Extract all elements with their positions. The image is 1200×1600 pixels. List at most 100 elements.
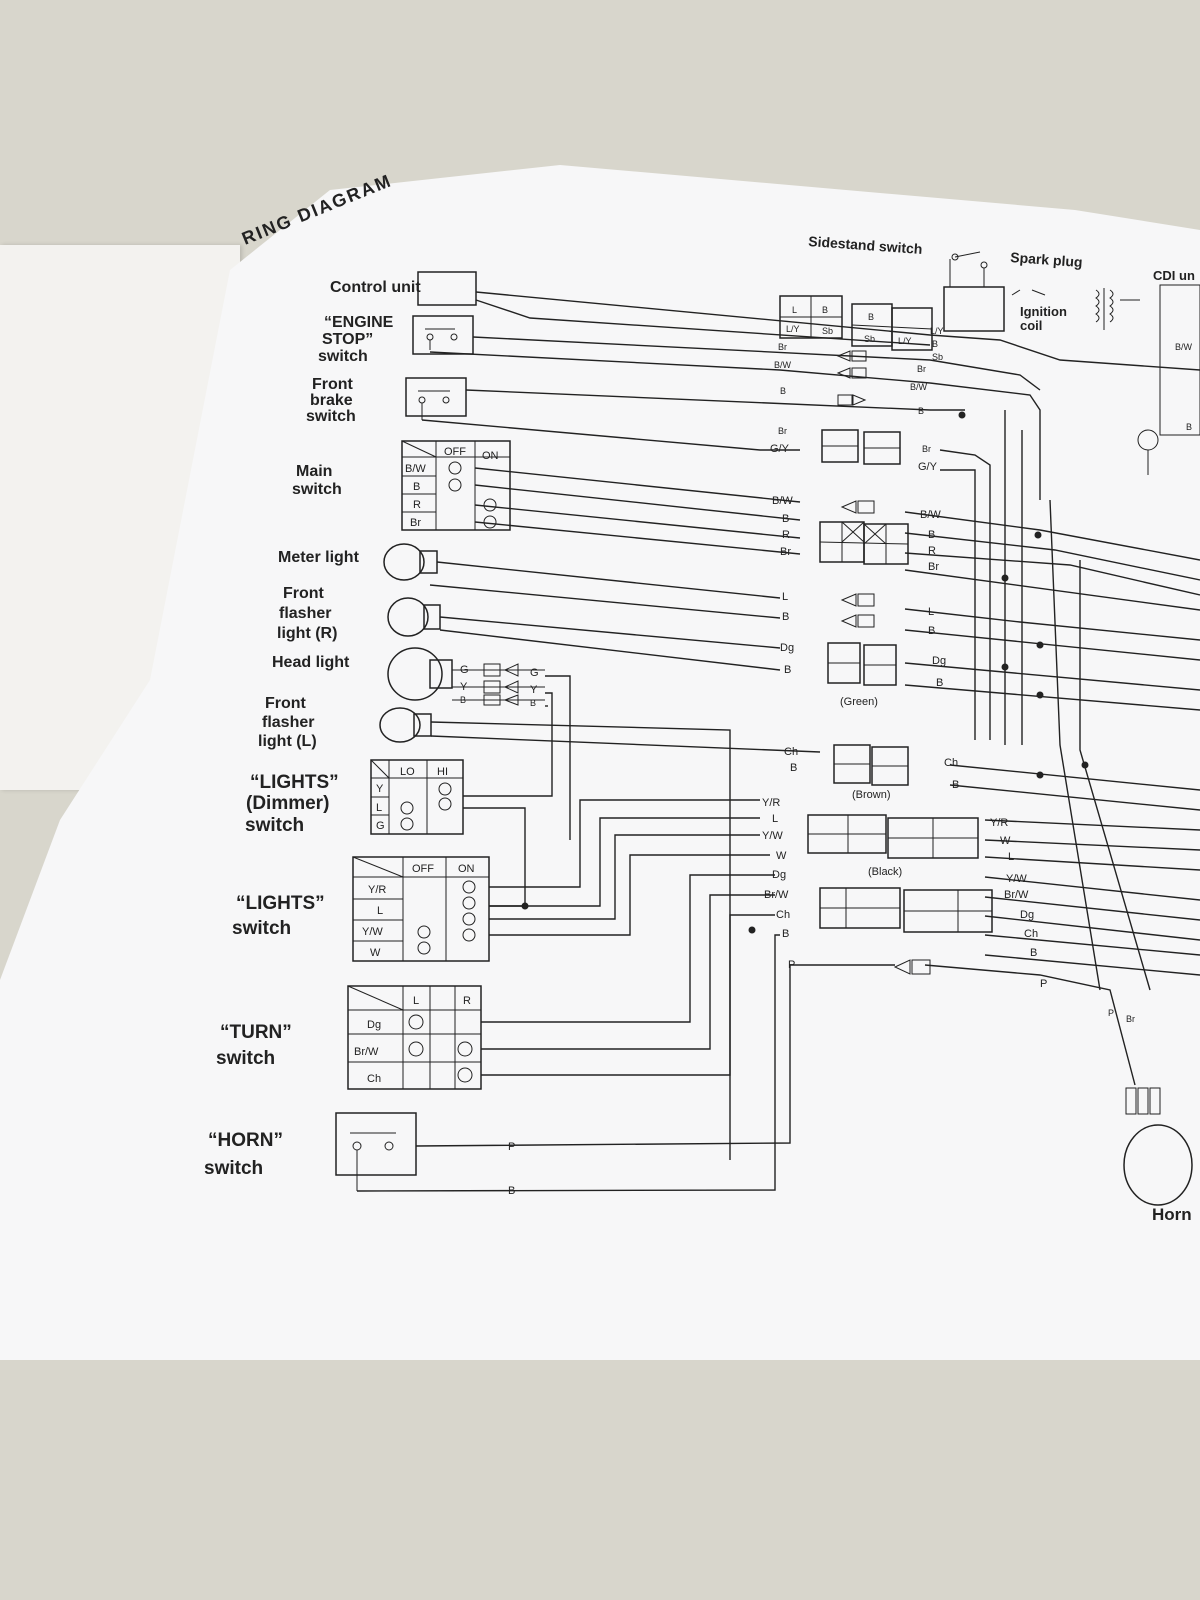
svg-text:B: B	[782, 611, 789, 623]
svg-text:P: P	[1108, 1008, 1114, 1018]
svg-text:B: B	[780, 386, 786, 396]
label-main-switch: Main switch	[292, 463, 342, 498]
svg-text:B/W: B/W	[920, 509, 941, 521]
svg-text:Sb: Sb	[822, 326, 833, 336]
sidestand-connector-block: L B L/Y Sb B Sb L/Y	[779, 295, 933, 351]
headlight-connectors: G Y B G Y B	[452, 663, 545, 708]
svg-text:L: L	[1008, 851, 1014, 863]
svg-text:L: L	[772, 813, 778, 825]
svg-text:P: P	[508, 1141, 515, 1153]
bw-b-connector: B/W B	[1137, 284, 1200, 475]
svg-text:brake: brake	[310, 392, 353, 409]
svg-text:Dg: Dg	[780, 642, 794, 654]
svg-text:ON: ON	[482, 450, 499, 462]
svg-text:Ch: Ch	[1024, 928, 1038, 940]
svg-text:Front: Front	[312, 376, 354, 393]
engine-stop-switch-symbol	[412, 315, 474, 355]
svg-text:switch: switch	[306, 408, 356, 425]
svg-text:L/Y: L/Y	[898, 336, 912, 346]
svg-text:HI: HI	[437, 766, 448, 778]
meter-light-bulb	[383, 543, 438, 581]
label-meter-light: Meter light	[278, 549, 360, 566]
svg-text:L: L	[928, 606, 934, 618]
svg-text:OFF: OFF	[444, 446, 466, 458]
svg-text:Dg: Dg	[932, 655, 946, 667]
svg-text:(Green): (Green)	[840, 696, 878, 708]
svg-text:“HORN”: “HORN”	[208, 1130, 283, 1151]
svg-text:flasher: flasher	[262, 714, 314, 731]
svg-text:flasher: flasher	[279, 605, 331, 622]
svg-text:B: B	[918, 406, 924, 416]
right-wires	[904, 334, 1200, 991]
label-cdi-unit: CDI un	[1153, 268, 1195, 283]
svg-text:B: B	[1186, 422, 1192, 432]
label-engine-stop: “ENGINE STOP” switch	[318, 314, 394, 365]
svg-text:Y/W: Y/W	[1006, 873, 1027, 885]
label-head-light: Head light	[272, 654, 350, 671]
svg-text:Br: Br	[778, 426, 787, 436]
page-title: RING DIAGRAM	[239, 170, 395, 248]
svg-text:B/W: B/W	[405, 463, 426, 475]
svg-text:B: B	[952, 779, 959, 791]
svg-text:W: W	[1000, 835, 1011, 847]
wire-bundle	[356, 291, 1136, 1192]
svg-text:W: W	[776, 850, 787, 862]
svg-text:Front: Front	[265, 695, 307, 712]
label-horn-switch: “HORN” switch	[204, 1130, 283, 1179]
svg-text:Y: Y	[530, 684, 538, 696]
connector-b-r-br	[819, 521, 909, 565]
right-wire-labels: L/Y B Sb Br B/W B Br G/Y B/W B R Br L B …	[910, 326, 1047, 990]
connector-brown: (Brown)	[833, 744, 909, 801]
svg-text:B: B	[822, 305, 828, 315]
svg-text:B: B	[936, 677, 943, 689]
label-sidestand-switch: Sidestand switch	[808, 233, 923, 257]
svg-text:Ch: Ch	[784, 746, 798, 758]
svg-text:Dg: Dg	[1020, 909, 1034, 921]
svg-text:P: P	[1040, 978, 1047, 990]
label-front-flasher-l: Front flasher light (L)	[258, 695, 317, 750]
connector-black: (Black)	[807, 814, 979, 878]
svg-text:Y/R: Y/R	[990, 817, 1008, 829]
svg-text:“TURN”: “TURN”	[220, 1022, 292, 1043]
svg-text:Front: Front	[283, 585, 325, 602]
svg-text:B: B	[784, 664, 791, 676]
front-flasher-l-bulb	[379, 707, 432, 743]
svg-text:STOP”: STOP”	[322, 331, 373, 348]
dimmer-switch-table: LO HI Y L G	[370, 759, 464, 835]
svg-text:LO: LO	[400, 766, 415, 778]
svg-text:“LIGHTS”: “LIGHTS”	[236, 893, 325, 914]
svg-text:light (R): light (R)	[277, 625, 337, 642]
svg-text:Br/W: Br/W	[764, 889, 789, 901]
svg-text:P: P	[788, 959, 795, 971]
svg-text:(Black): (Black)	[868, 866, 902, 878]
svg-text:Y/W: Y/W	[362, 926, 383, 938]
svg-text:“LIGHTS”: “LIGHTS”	[250, 772, 339, 793]
inline-connectors	[836, 350, 931, 975]
svg-text:Dg: Dg	[772, 869, 786, 881]
label-turn-switch: “TURN” switch	[216, 1022, 292, 1069]
svg-text:“ENGINE: “ENGINE	[324, 314, 394, 331]
svg-text:Y: Y	[460, 681, 468, 693]
turn-switch-table: L R Dg Br/W Ch	[347, 985, 482, 1090]
svg-text:Y: Y	[376, 783, 384, 795]
ignition-coil-symbol	[1011, 288, 1140, 330]
horn-symbol: P Br	[1108, 1008, 1193, 1206]
svg-text:coil: coil	[1020, 318, 1042, 333]
svg-text:switch: switch	[318, 348, 368, 365]
svg-text:ON: ON	[458, 863, 475, 875]
svg-text:switch: switch	[232, 918, 291, 939]
svg-text:R: R	[413, 499, 421, 511]
label-lights-switch: “LIGHTS” switch	[232, 893, 325, 939]
svg-text:(Dimmer): (Dimmer)	[246, 793, 329, 814]
sidestand-switch-symbol	[943, 251, 1005, 332]
svg-text:B: B	[782, 513, 789, 525]
svg-text:L: L	[413, 995, 419, 1007]
label-ignition-coil: Ignition coil	[1020, 304, 1067, 333]
svg-text:Br/W: Br/W	[354, 1046, 379, 1058]
svg-text:Ignition: Ignition	[1020, 304, 1067, 319]
svg-text:Br: Br	[922, 444, 931, 454]
svg-text:W: W	[370, 947, 381, 959]
svg-text:(Brown): (Brown)	[852, 789, 891, 801]
svg-text:Br: Br	[778, 342, 787, 352]
svg-text:Y/R: Y/R	[762, 797, 780, 809]
